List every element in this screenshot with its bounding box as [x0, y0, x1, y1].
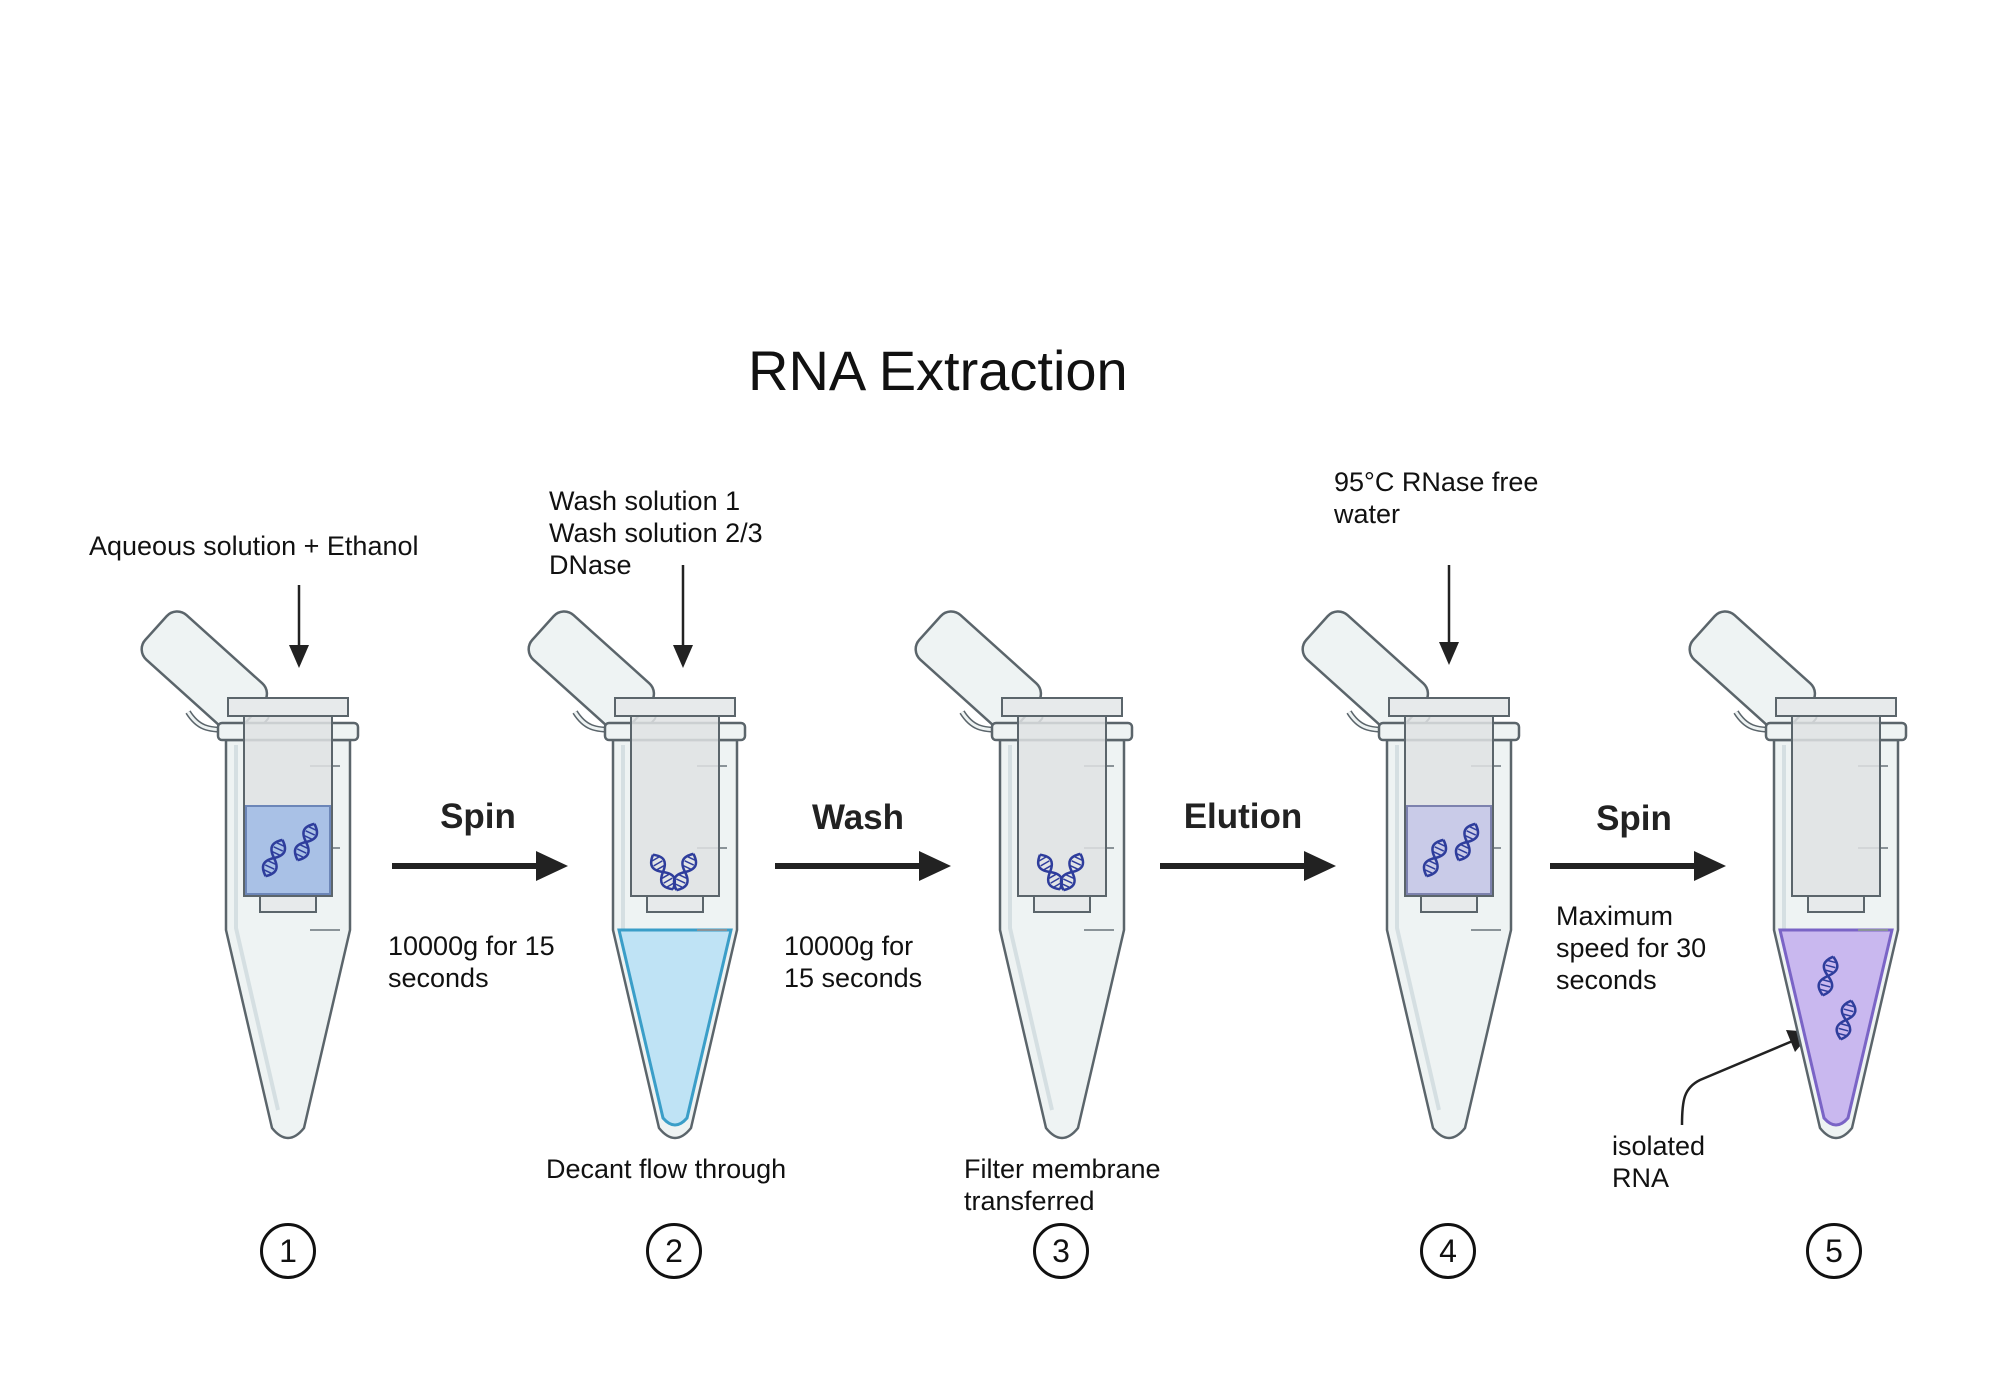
- spin-column-cap: [614, 697, 736, 717]
- addition-arrow-4: [1439, 565, 1459, 665]
- step-number-2: 2: [646, 1223, 702, 1279]
- transition-3-label: Elution: [1183, 797, 1303, 836]
- step-3-bottom-label: Filter membrane transferred: [964, 1154, 1161, 1216]
- spin-column-cap: [1775, 697, 1897, 717]
- rna-helix-icon: [1059, 852, 1085, 892]
- step-number-5: 5: [1806, 1223, 1862, 1279]
- filter-membrane: [1406, 805, 1492, 895]
- addition-arrow-1: [289, 585, 309, 668]
- flow-through-liquid: [617, 928, 733, 1127]
- rna-helix-icon: [1422, 838, 1448, 878]
- spin-column-cap: [227, 697, 349, 717]
- step-number-1: 1: [260, 1223, 316, 1279]
- step-2-top-label: Wash solution 1 Wash solution 2/3 DNase: [549, 486, 763, 580]
- step-1-top-label: Aqueous solution + Ethanol: [89, 531, 419, 561]
- isolated-rna-label: isolated RNA: [1612, 1131, 1706, 1193]
- spin-column-cap: [1388, 697, 1510, 717]
- rna-helix-icon: [672, 852, 698, 892]
- spin-column: [1017, 715, 1107, 897]
- rna-helix-icon: [1835, 999, 1857, 1041]
- process-arrow-1: [392, 851, 568, 881]
- process-arrow-2: [775, 851, 951, 881]
- microtube-1: [140, 610, 360, 1140]
- rna-helix-icon: [1817, 955, 1839, 997]
- step-number-4: 4: [1420, 1223, 1476, 1279]
- step-4-top-label: 95°C RNase free water: [1334, 467, 1539, 529]
- spin-column: [1791, 715, 1881, 897]
- transition-4-detail: Maximum speed for 30 seconds: [1556, 901, 1707, 995]
- transition-2-detail: 10000g for 15 seconds: [784, 931, 923, 993]
- microtube-2: [527, 610, 747, 1140]
- page-title: RNA Extraction: [748, 339, 1128, 402]
- addition-arrow-2: [673, 565, 693, 668]
- microtube-4: [1301, 610, 1521, 1140]
- isolated-rna-pointer: [1680, 1030, 1812, 1126]
- spin-column: [630, 715, 720, 897]
- rna-helix-icon: [261, 838, 287, 878]
- step-2-bottom-label: Decant flow through: [546, 1154, 787, 1184]
- process-arrow-3: [1160, 851, 1336, 881]
- rna-helix-icon: [1454, 822, 1480, 862]
- filter-membrane: [245, 805, 331, 895]
- step-number-3: 3: [1033, 1223, 1089, 1279]
- transition-2-label: Wash: [811, 798, 905, 837]
- transition-1-label: Spin: [440, 797, 516, 836]
- microtube-5: [1688, 610, 1908, 1140]
- transition-4-label: Spin: [1596, 799, 1672, 838]
- rna-helix-icon: [293, 822, 319, 862]
- transition-1-detail: 10000g for 15 seconds: [388, 931, 555, 993]
- spin-column-cap: [1001, 697, 1123, 717]
- microtube-3: [914, 610, 1134, 1140]
- process-arrow-4: [1550, 851, 1726, 881]
